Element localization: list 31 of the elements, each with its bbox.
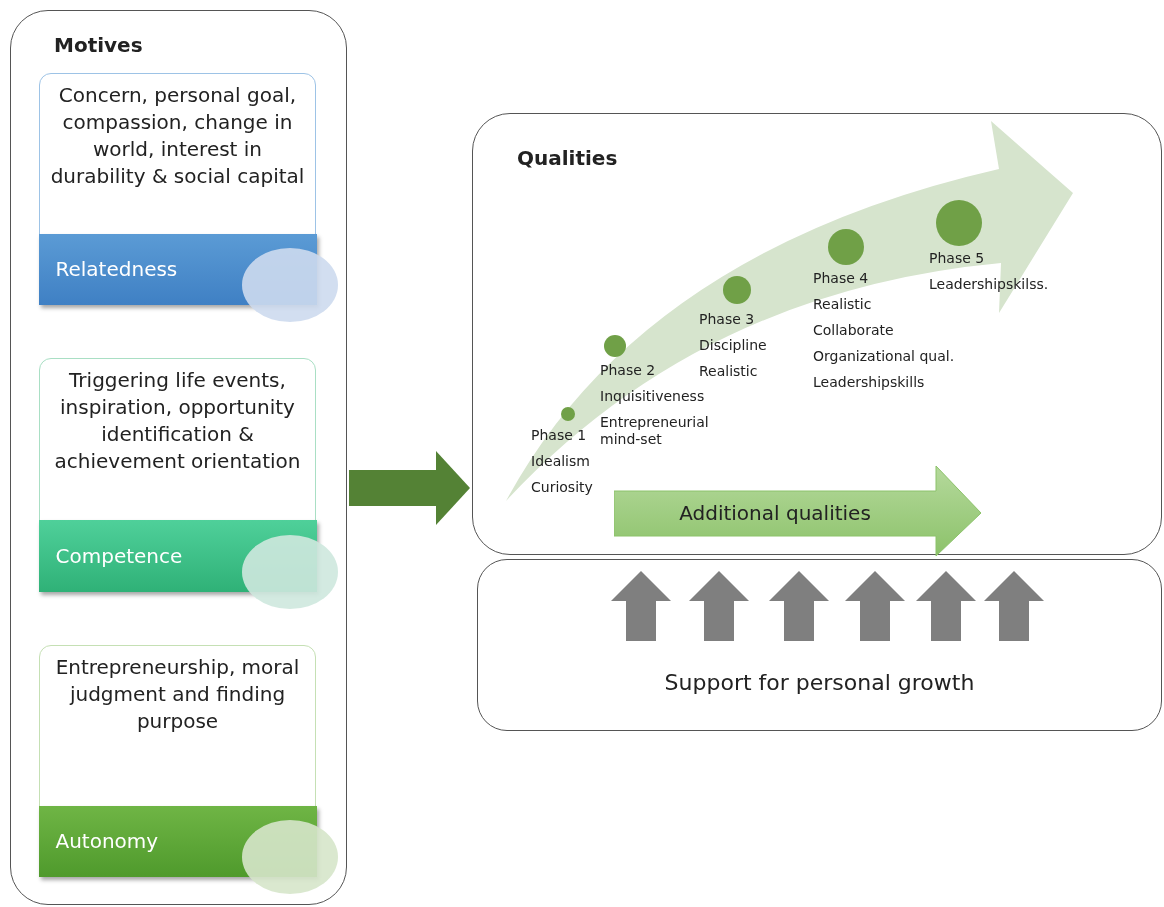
- block-arrow: [614, 466, 981, 556]
- phase-heading: Phase 2: [600, 362, 656, 379]
- motive-card: [39, 73, 316, 304]
- phase-heading: Phase 3: [699, 311, 755, 328]
- panel-title: Motives: [54, 33, 143, 57]
- motive-card: [39, 645, 316, 876]
- motive-description: Concern, personal goal, compassion, change in world, interest in durability & social capital: [49, 82, 306, 190]
- group-panel: [472, 113, 1162, 555]
- quality-label: Inquisitiveness: [600, 388, 705, 405]
- quality-label: Organizational qual.: [813, 348, 955, 365]
- quality-label: Realistic: [813, 296, 872, 313]
- quality-label: Collaborate: [813, 322, 894, 339]
- quality-label: Idealism: [531, 453, 590, 470]
- phase-heading: Phase 5: [929, 250, 985, 267]
- phase-heading: Phase 1: [531, 427, 587, 444]
- block-arrow-connector: [349, 451, 470, 525]
- quality-label: Leadershipskills: [813, 374, 925, 391]
- support-label: Support for personal growth: [663, 670, 976, 695]
- panel-title: Qualities: [517, 146, 618, 170]
- support-panel: [477, 559, 1162, 731]
- phase-heading: Phase 4: [813, 270, 869, 287]
- motive-card: [39, 358, 316, 591]
- motive-description: Triggering life events, inspiration, opportunity identification & achievement orientation: [53, 367, 302, 475]
- group-panel: [10, 10, 347, 905]
- arrow-label: Additional qualities: [678, 500, 872, 527]
- quality-label: Leadershipskilss.: [929, 276, 1049, 293]
- quality-label: Curiosity: [531, 479, 593, 496]
- quality-label: Entrepreneurial mind-set: [600, 414, 710, 448]
- quality-label: Realistic: [699, 363, 758, 380]
- motive-description: Entrepreneurship, moral judgment and finding purpose: [54, 654, 301, 735]
- quality-label: Discipline: [699, 337, 767, 354]
